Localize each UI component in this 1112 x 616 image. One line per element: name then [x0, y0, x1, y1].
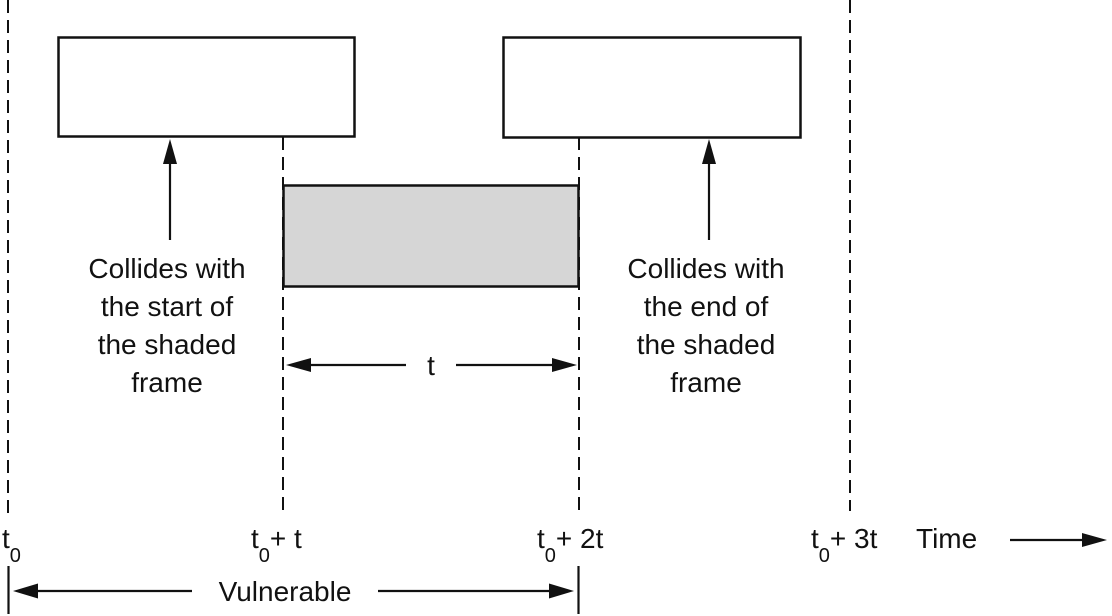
- tick-t03t-sub: 0: [818, 544, 830, 567]
- tick-t0t-rest: + t: [269, 523, 302, 554]
- tick-label-t0-plus-3t: t0+ 3t: [811, 522, 878, 566]
- tick-t0-sub: 0: [9, 544, 21, 567]
- tick-label-t0-plus-t: t0+ t: [251, 522, 302, 566]
- tick-label-t0: t0: [2, 522, 21, 566]
- tick-t03t-rest: + 3t: [829, 523, 878, 554]
- t-interval-arrow-left-head: [286, 358, 311, 372]
- time-axis-arrow-head: [1082, 533, 1107, 547]
- collides-end-label: Collides with the end of the shaded fram…: [627, 253, 785, 398]
- tick-t03t-base: t: [811, 523, 819, 554]
- vulnerable-arrow-left-head: [13, 583, 38, 599]
- tick-label-t0-plus-2t: t0+ 2t: [537, 522, 604, 566]
- tick-t0t-base: t: [251, 523, 259, 554]
- tick-t02t-base: t: [537, 523, 545, 554]
- tick-t0-base: t: [2, 523, 10, 554]
- shaded-frame-box: [282, 184, 580, 288]
- t-interval-label: t: [406, 347, 456, 385]
- time-axis-title: Time: [916, 523, 978, 554]
- first-colliding-frame-box: [57, 36, 356, 138]
- arrow-to-frame-start-head: [163, 139, 177, 164]
- tick-t0t-sub: 0: [258, 544, 270, 567]
- arrow-to-frame-end-head: [702, 139, 716, 164]
- second-colliding-frame-box: [502, 36, 802, 139]
- collides-start-label: Collides with the start of the shaded fr…: [88, 253, 246, 398]
- tick-t02t-sub: 0: [544, 544, 556, 567]
- vulnerable-period-label: Vulnerable: [192, 574, 378, 610]
- tick-t02t-rest: + 2t: [555, 523, 604, 554]
- t-interval-arrow-right-head: [552, 358, 577, 372]
- vulnerable-arrow-right-head: [549, 583, 574, 599]
